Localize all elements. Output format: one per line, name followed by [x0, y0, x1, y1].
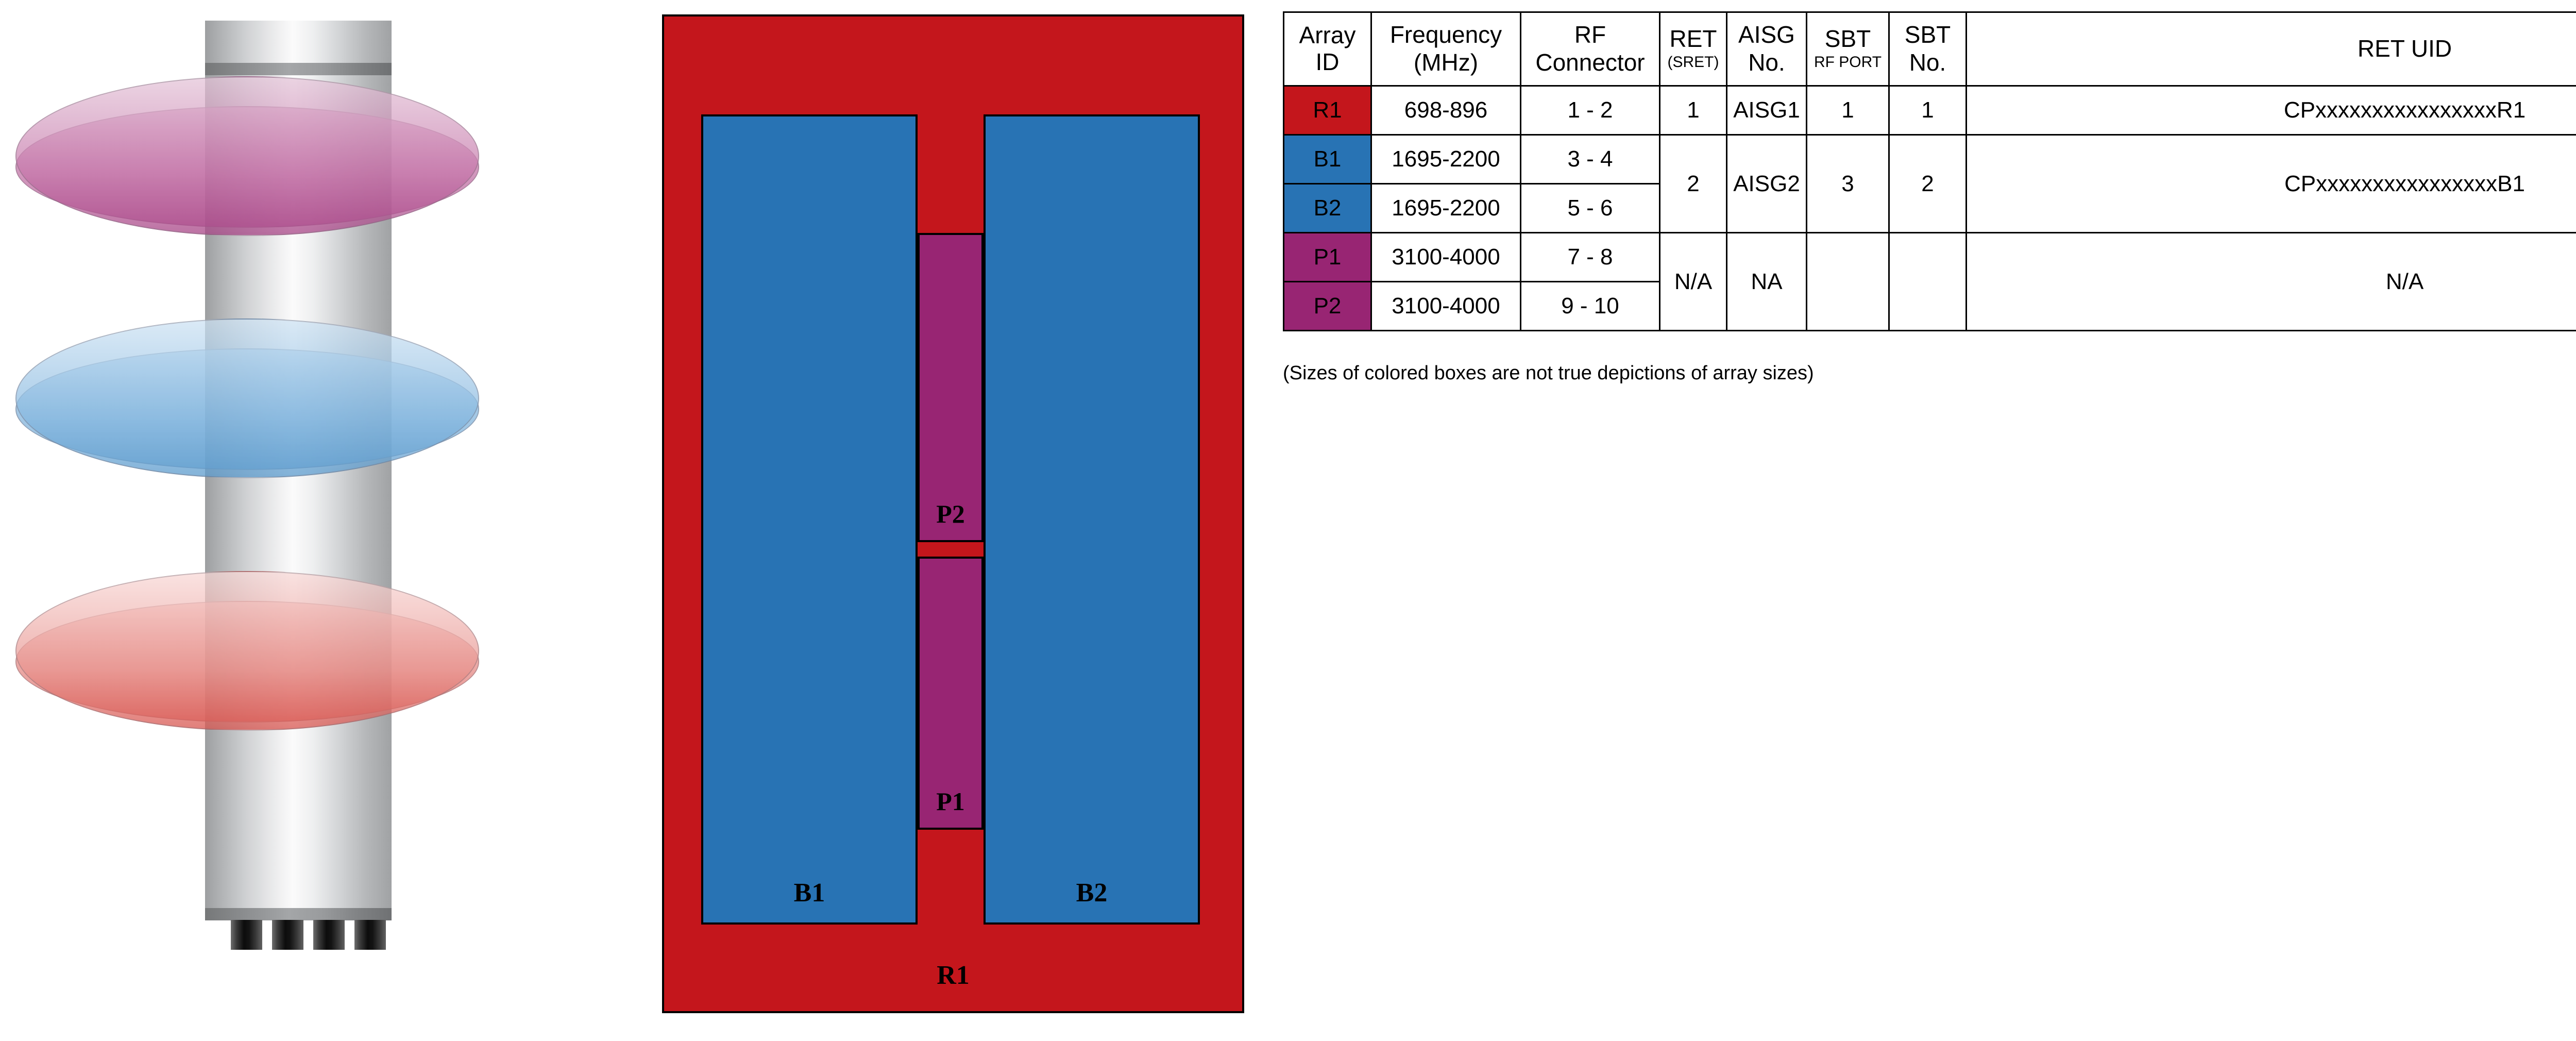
- cell-array-id: B2: [1283, 183, 1372, 233]
- radome-bottom-band: [205, 908, 392, 920]
- col-header-ret: RET (SRET): [1659, 11, 1727, 87]
- rf-connector-stub: [354, 920, 386, 950]
- array-configuration-table: Array ID Frequency (MHz) RF Connector RE…: [1283, 11, 2576, 331]
- coverage-dome-red: [15, 571, 479, 731]
- table-row: B1 1695-2200 3 - 4 2 AISG2 3 2 CPxxxxxxx…: [1283, 134, 2576, 233]
- array-block-p1: P1: [918, 557, 984, 830]
- col-header-sbt-rf-port: SBT RF PORT: [1806, 11, 1890, 87]
- cell-ret: 1: [1659, 85, 1727, 136]
- cell-sbt-rf-port: 3: [1806, 134, 1890, 233]
- cell-rf-connector: 3 - 4: [1520, 134, 1660, 184]
- coverage-lobe-blue: [15, 318, 479, 478]
- array-block-p2: P2: [918, 233, 984, 542]
- cell-sbt-no: 2: [1888, 134, 1967, 233]
- cell-frequency: 698-896: [1370, 85, 1521, 136]
- array-block-r1-label: R1: [937, 961, 970, 990]
- col-header-aisg-no: AISG No.: [1726, 11, 1807, 87]
- cell-frequency: 1695-2200: [1370, 134, 1521, 184]
- cell-rf-connector: 9 - 10: [1520, 281, 1660, 331]
- table-row: B2 1695-2200 5 - 6: [1283, 183, 2576, 233]
- cell-array-id: R1: [1283, 85, 1372, 136]
- cell-array-id: P1: [1283, 232, 1372, 282]
- cell-ret: N/A: [1659, 232, 1727, 331]
- coverage-lobe-magenta: [15, 76, 479, 236]
- table-header-row: Array ID Frequency (MHz) RF Connector RE…: [1283, 11, 2576, 87]
- array-block-b2-label: B2: [1076, 878, 1108, 908]
- array-configuration-panel: Array ID Frequency (MHz) RF Connector RE…: [1283, 11, 2576, 384]
- cell-aisg-no: NA: [1726, 232, 1807, 331]
- coverage-dome-blue: [15, 318, 479, 478]
- array-block-b1: B1: [701, 114, 918, 925]
- col-header-rf-connector: RF Connector: [1520, 11, 1660, 87]
- rf-connector-stub: [313, 920, 345, 950]
- cell-sbt-no: 1: [1888, 85, 1967, 136]
- rf-connector-stub: [272, 920, 303, 950]
- col-header-frequency: Frequency (MHz): [1370, 11, 1521, 87]
- cell-ret-uid: N/A: [1965, 232, 2576, 331]
- table-row: R1 698-896 1 - 2 1 AISG1 1 1 CPxxxxxxxxx…: [1283, 85, 2576, 136]
- array-block-p2-label: P2: [936, 499, 965, 528]
- cell-frequency: 3100-4000: [1370, 281, 1521, 331]
- cell-sbt-no: [1888, 232, 1967, 331]
- table-row: P2 3100-4000 9 - 10: [1283, 281, 2576, 331]
- array-block-b1-label: B1: [793, 878, 825, 908]
- cell-aisg-no: AISG1: [1726, 85, 1807, 136]
- cell-ret: 2: [1659, 134, 1727, 233]
- cell-array-id: P2: [1283, 281, 1372, 331]
- coverage-dome-magenta: [15, 76, 479, 236]
- rf-connector-stub: [231, 920, 262, 950]
- cell-frequency: 3100-4000: [1370, 232, 1521, 282]
- footnote-text: (Sizes of colored boxes are not true dep…: [1283, 362, 1814, 384]
- antenna-illustration: [0, 0, 634, 1041]
- cell-rf-connector: 7 - 8: [1520, 232, 1660, 282]
- cell-sbt-rf-port: [1806, 232, 1890, 331]
- cell-aisg-no: AISG2: [1726, 134, 1807, 233]
- cell-ret-uid: CPxxxxxxxxxxxxxxxxB1: [1965, 134, 2576, 233]
- table-row: P1 3100-4000 7 - 8 N/A NA N/A: [1283, 232, 2576, 331]
- cell-rf-connector: 1 - 2: [1520, 85, 1660, 136]
- cell-array-id: B1: [1283, 134, 1372, 184]
- array-layout-diagram: B1 B2 P2 P1 R1: [662, 14, 1244, 1013]
- cell-rf-connector: 5 - 6: [1520, 183, 1660, 233]
- col-header-array-id: Array ID: [1283, 11, 1372, 87]
- cell-frequency: 1695-2200: [1370, 183, 1521, 233]
- radome-top-band: [205, 63, 392, 75]
- col-header-sbt-no: SBT No.: [1888, 11, 1967, 87]
- col-header-ret-uid: RET UID: [1965, 11, 2576, 87]
- cell-ret-uid: CPxxxxxxxxxxxxxxxxR1: [1965, 85, 2576, 136]
- cell-sbt-rf-port: 1: [1806, 85, 1890, 136]
- array-block-b2: B2: [984, 114, 1200, 925]
- array-block-p1-label: P1: [936, 787, 965, 816]
- coverage-lobe-red: [15, 571, 479, 731]
